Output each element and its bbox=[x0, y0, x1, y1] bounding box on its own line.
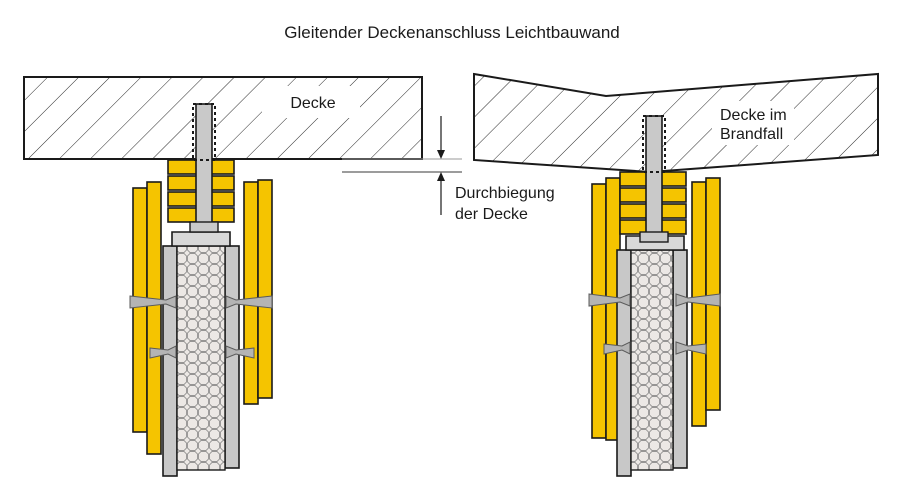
right-ceiling-label-line1: Decke im bbox=[720, 107, 787, 124]
left-head-track bbox=[171, 231, 231, 247]
right-screws bbox=[588, 293, 721, 355]
deflection-label-line1: Durchbiegung bbox=[455, 185, 555, 202]
deflection-indicator: Durchbiegung der Decke bbox=[342, 116, 555, 223]
right-anchor-bolt bbox=[645, 115, 663, 239]
left-ceiling-label: Decke bbox=[290, 95, 335, 112]
right-boards bbox=[591, 171, 721, 441]
left-screws bbox=[129, 295, 273, 359]
left-ceiling-slab bbox=[23, 76, 423, 160]
diagram-title: Gleitender Deckenanschluss Leichtbauwand bbox=[284, 23, 619, 42]
right-insulation bbox=[630, 249, 674, 471]
left-insulation bbox=[176, 245, 226, 471]
left-anchor-bolt bbox=[195, 103, 213, 231]
right-ceiling-slab bbox=[473, 72, 879, 174]
deflection-label-line2: der Decke bbox=[455, 206, 528, 223]
left-detail: Decke bbox=[23, 76, 423, 477]
right-ceiling-label-line2: Brandfall bbox=[720, 126, 783, 143]
right-detail: Decke im Brandfall bbox=[473, 72, 879, 477]
